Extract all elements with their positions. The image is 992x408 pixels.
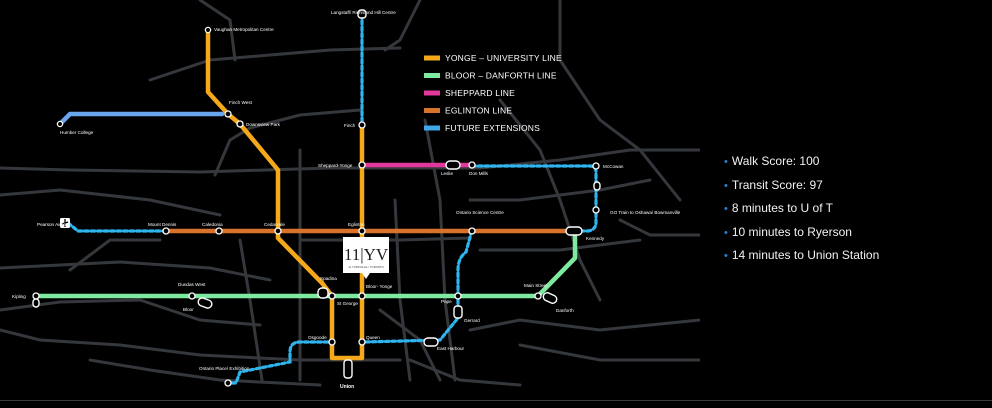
label-pearson: Pearson Airport <box>37 222 69 227</box>
label-main-street: Main Street <box>524 283 548 288</box>
building-logo-sub: 11 YORKVILLE • TORONTO <box>348 265 384 269</box>
label-mccowan: McCowan <box>603 164 624 169</box>
building-logo: 11|YV <box>344 245 389 264</box>
legend-swatch <box>424 73 440 78</box>
fact-text: 10 minutes to Ryerson <box>731 224 852 239</box>
label-gerrard: Gerrard <box>464 318 480 323</box>
label-cedarvale: Cedarvale <box>264 222 285 227</box>
legend-swatch <box>424 55 440 61</box>
fact-item: •14 minutes to Union Station <box>724 244 879 268</box>
bottom-divider <box>0 400 992 401</box>
label-spadina: Spadina <box>320 276 337 281</box>
bullet-icon: • <box>724 156 728 168</box>
label-bloor-yonge: Bloor- Yonge <box>366 284 393 289</box>
label-mount-dennis: Mount Dennis <box>148 222 177 227</box>
label-kennedy: Kennedy <box>586 236 605 241</box>
label-humber: Humber College <box>60 130 94 135</box>
label-ontario-place: Ontario Place/ Exhibition <box>199 366 250 371</box>
fact-item: •10 minutes to Ryerson <box>724 221 879 245</box>
label-dundas-west: Dundas West <box>178 282 206 287</box>
label-eglinton: Eglinton <box>348 222 365 227</box>
map-legend: YONGE – UNIVERSITY LINE BLOOR – DANFORTH … <box>424 53 562 133</box>
fact-text: 14 minutes to Union Station <box>731 248 880 262</box>
yonge-university-line <box>205 27 365 361</box>
legend-label: YONGE – UNIVERSITY LINE <box>445 53 562 63</box>
airport-icon <box>60 218 70 228</box>
label-leslie: Leslie <box>441 171 453 176</box>
legend-swatch <box>424 108 440 113</box>
label-union: Union <box>340 384 354 390</box>
location-facts: •Walk Score: 100•Transit Score: 97•8 min… <box>724 150 879 268</box>
street-grid <box>0 0 700 387</box>
transit-map: Vaughan Metropolitan Centre Langstaff/ R… <box>0 0 700 390</box>
fact-text: Transit Score: 97 <box>731 177 823 192</box>
label-caledonia: Caledonia <box>202 222 223 227</box>
label-danforth: Danforth <box>556 308 574 313</box>
future-extension-humber <box>57 111 225 127</box>
legend-label: EGLINTON LINE <box>445 106 512 116</box>
label-science-centre: Ontario Science Centre <box>456 210 504 215</box>
bullet-icon: • <box>724 203 728 215</box>
building-marker: 11|YV 11 YORKVILLE • TORONTO <box>343 237 389 279</box>
interchange-capsules <box>32 9 601 379</box>
legend-label: SHEPPARD LINE <box>445 88 515 98</box>
bloor-danforth-line <box>33 229 578 299</box>
bullet-icon: • <box>724 250 728 262</box>
label-finch: Finch <box>344 123 356 128</box>
fact-text: Walk Score: 100 <box>731 154 820 168</box>
label-langstaff: Langstaff/ Richmond Hill Centre <box>331 10 396 15</box>
legend-swatch <box>424 90 440 96</box>
label-vaughan: Vaughan Metropolitan Centre <box>214 27 274 32</box>
fact-item: •8 minutes to U of T <box>724 197 879 221</box>
station-dots <box>32 26 600 387</box>
label-osgoode: Osgoode <box>308 335 327 340</box>
legend-swatch <box>424 125 440 131</box>
label-finch-west: Finch West <box>229 100 253 105</box>
fact-item: •Transit Score: 97 <box>724 174 879 198</box>
label-queen: Queen <box>366 335 380 340</box>
label-go-train: GO Train to Oshawa/ Bowmanville <box>610 210 681 215</box>
legend-label: BLOOR – DANFORTH LINE <box>445 71 557 81</box>
label-don-mills: Don Mills <box>469 171 489 176</box>
station-labels: Vaughan Metropolitan Centre Langstaff/ R… <box>12 10 681 390</box>
legend-label: FUTURE EXTENSIONS <box>445 123 540 133</box>
fact-text: 8 minutes to U of T <box>731 201 834 215</box>
label-kipling: Kipling <box>12 294 26 299</box>
label-bloor: Bloor <box>183 307 194 312</box>
fact-item: •Walk Score: 100 <box>724 150 879 174</box>
label-pape: Pape <box>441 299 452 304</box>
label-east-harbour: East Harbour <box>437 346 465 351</box>
bullet-icon: • <box>724 226 728 239</box>
bullet-icon: • <box>724 179 728 192</box>
label-st-george: St George <box>337 301 358 306</box>
label-sheppard-yonge: Sheppard-Yonge <box>318 163 353 168</box>
label-downsview: Downsview Park <box>246 122 281 127</box>
